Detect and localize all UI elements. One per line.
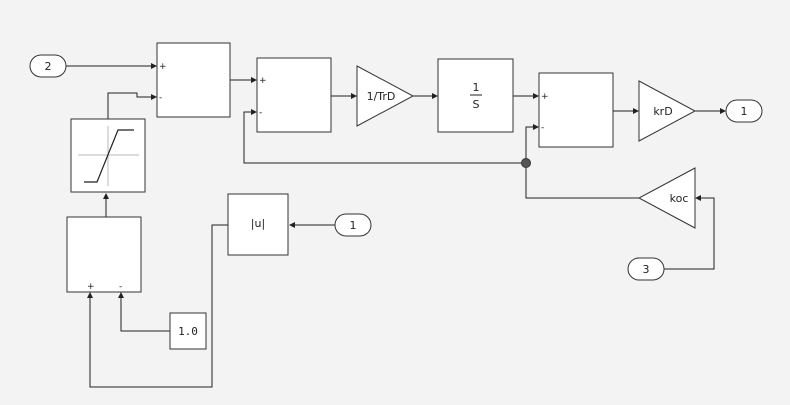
arrow-abs-in [289, 222, 295, 228]
wire-koc-junction [525, 163, 639, 199]
arrow-sum1-plus [151, 63, 157, 69]
outport-1-label: 1 [741, 105, 748, 118]
sum1-sign-plus: + [159, 62, 167, 72]
inport-1[interactable]: 1 [334, 213, 372, 237]
sum-block-4[interactable]: + - [538, 72, 614, 148]
arrow-sum4-plus [533, 93, 539, 99]
outport-1[interactable]: 1 [725, 99, 763, 123]
arrow-sum4-minus [533, 124, 539, 130]
wire-const-sum3 [120, 297, 170, 332]
sum-block-2[interactable]: + - [256, 57, 332, 133]
sum3-sign-plus: + [87, 282, 95, 292]
wire-sat-sum1 [107, 92, 152, 119]
arrow-sum2-minus [251, 109, 257, 115]
arrow-sum3-minus [118, 292, 124, 298]
arrow-sum1-minus [151, 94, 157, 100]
saturation-block[interactable] [70, 118, 146, 193]
arrow-sum3-plus [87, 292, 93, 298]
integrator-block[interactable]: 1 S [437, 58, 514, 133]
arrow-sum2-plus [251, 77, 257, 83]
constant-block[interactable]: 1.0 [169, 312, 207, 350]
gain-krd-label: krD [653, 105, 672, 118]
arrow-koc-in [695, 195, 701, 201]
sum2-sign-minus: - [259, 108, 262, 118]
inport-3[interactable]: 3 [627, 257, 665, 281]
inport-1-label: 1 [350, 219, 357, 232]
gain-block-koc[interactable]: koc [637, 167, 696, 229]
gain-block-krd[interactable]: krD [638, 80, 697, 142]
integrator-numerator: 1 [473, 81, 480, 94]
gain-koc-label: koc [670, 192, 689, 205]
sum-block-3[interactable]: + - [66, 216, 142, 293]
arrow-sat-in [103, 193, 109, 199]
gain-block-trd[interactable]: 1/TrD [356, 65, 415, 127]
constant-value: 1.0 [178, 325, 198, 338]
arrow-out1 [720, 108, 726, 114]
wire-junction-sum4 [525, 126, 534, 163]
integrator-denominator: S [473, 98, 480, 111]
sum2-sign-plus: + [259, 76, 267, 86]
sum3-sign-minus: - [119, 282, 122, 292]
arrow-krd-in [633, 108, 639, 114]
sum1-sign-minus: - [159, 93, 162, 103]
sum-block-1[interactable]: + - [156, 42, 231, 118]
sum4-sign-minus: - [541, 123, 544, 133]
wire-feedback-sum2 [243, 111, 526, 164]
sum4-sign-plus: + [541, 92, 549, 102]
arrow-integrator-in [432, 93, 438, 99]
saturation-curve [84, 129, 134, 183]
wire-in3-koc [664, 197, 715, 270]
arrow-trd-in [351, 93, 357, 99]
inport-2-label: 2 [45, 60, 52, 73]
wire-abs-sum3 [89, 224, 228, 388]
gain-trd-label: 1/TrD [367, 90, 396, 103]
inport-3-label: 3 [643, 263, 650, 276]
abs-label: |u| [251, 217, 265, 230]
inport-2[interactable]: 2 [29, 54, 67, 78]
branch-junction [521, 158, 531, 168]
abs-block[interactable]: |u| [227, 193, 289, 256]
